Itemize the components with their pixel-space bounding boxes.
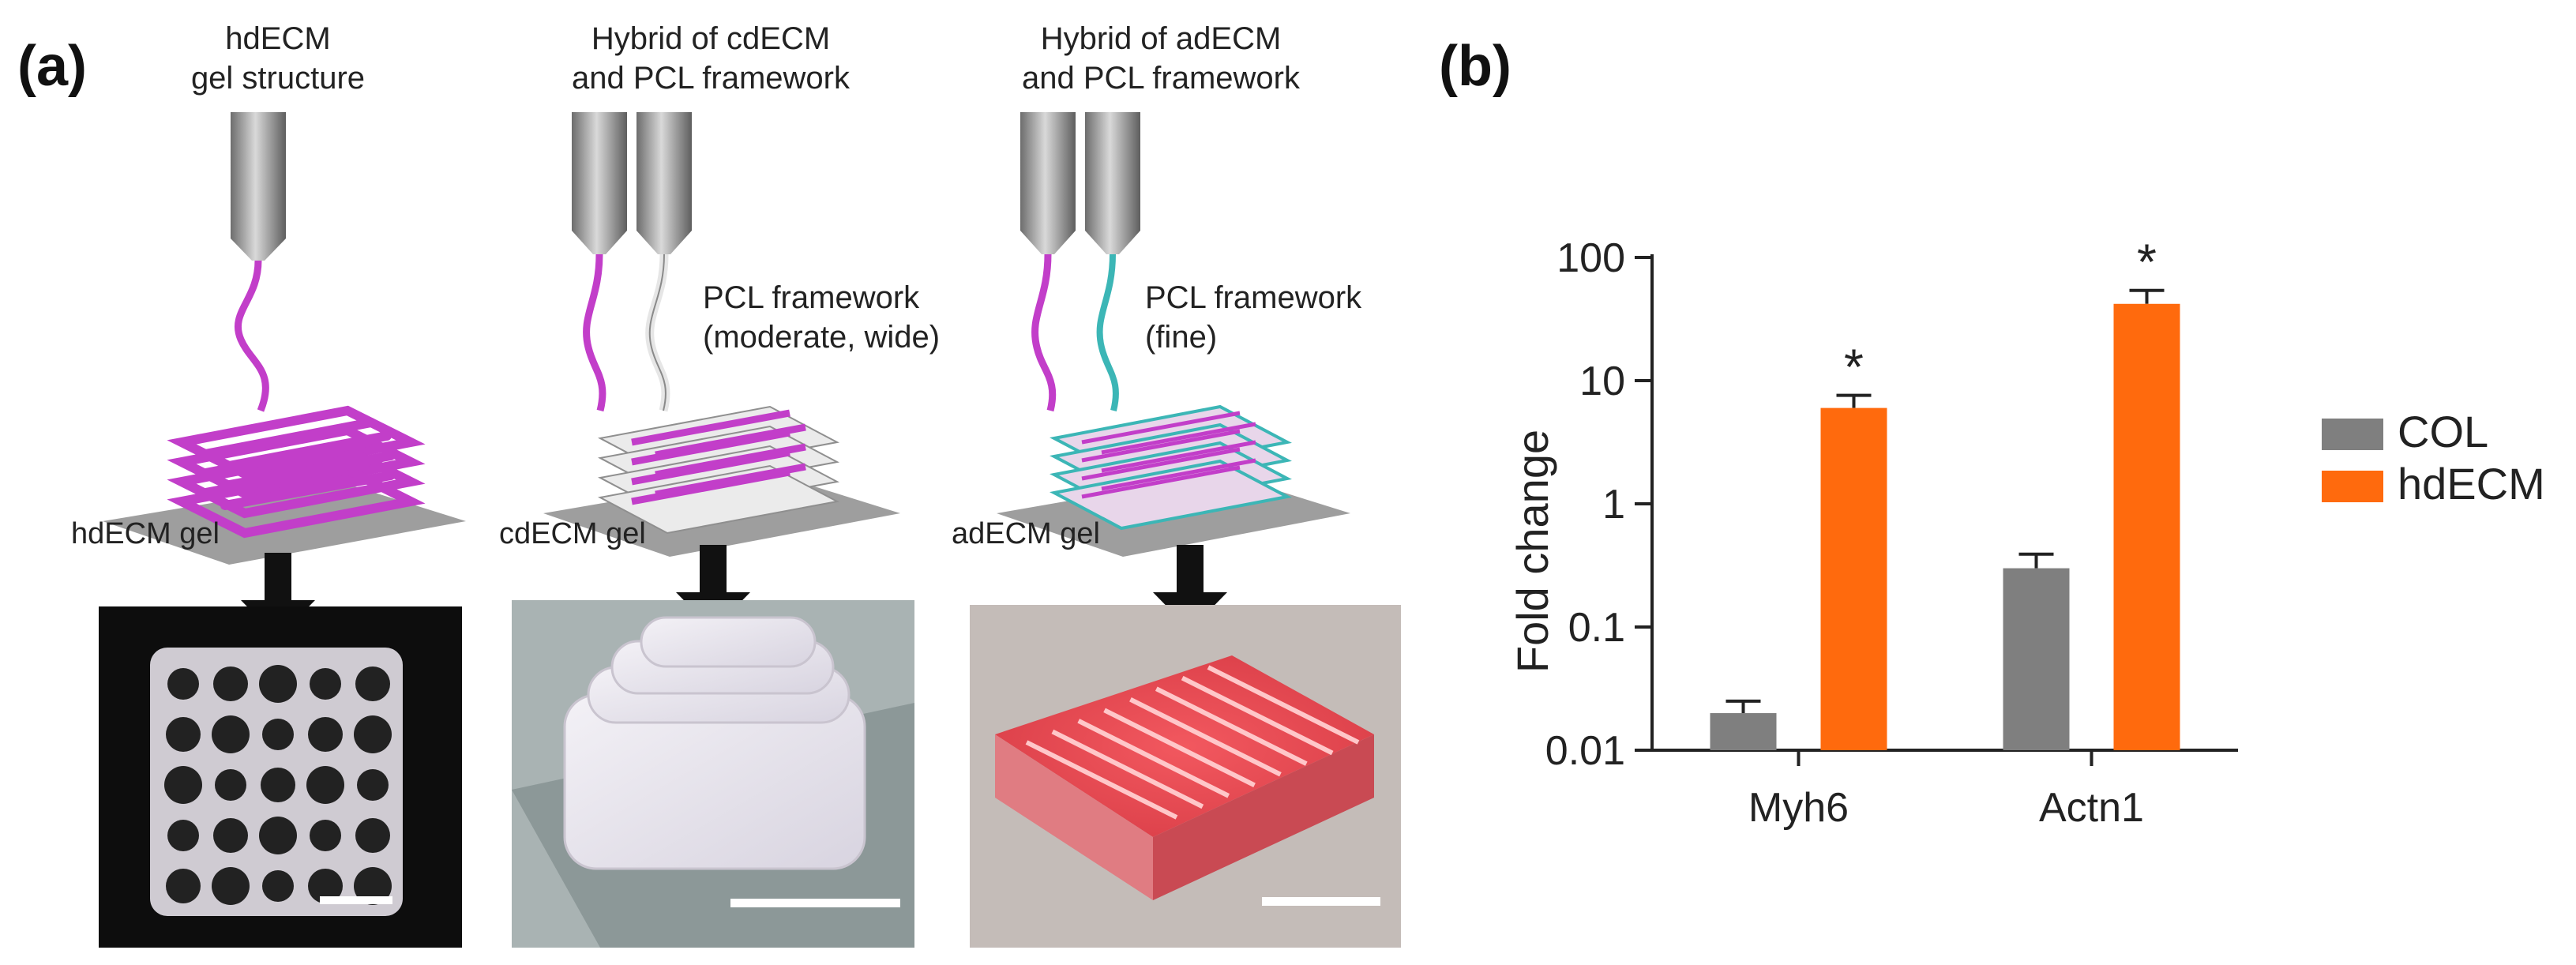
significance-star: * [1844, 339, 1864, 396]
framework-label-line-1: PCL framework [703, 280, 920, 315]
x-tick-label: Myh6 [1748, 785, 1849, 831]
pore [259, 665, 297, 703]
scaffold-strut [1181, 675, 1334, 756]
column-cdecm: Hybrid of cdECM and PCL framework PCL fr… [499, 21, 940, 948]
pore [167, 820, 199, 851]
pore [166, 869, 201, 903]
bar-hdecm-myh6 [1820, 407, 1887, 750]
extruded-strand [1031, 253, 1057, 412]
pore [310, 820, 341, 851]
pore [164, 766, 202, 804]
scaffold-strut [1077, 719, 1230, 798]
pore [354, 715, 392, 753]
panel-a-label: (a) [17, 35, 87, 98]
x-axis: Myh6 Actn1 [1652, 749, 2238, 831]
significance-annotations: ** [1844, 234, 2157, 396]
printer-nozzle-pcl [636, 112, 692, 254]
pore [355, 666, 390, 701]
y-tick-label: 10 [1579, 359, 1625, 404]
printer-nozzle-pcl [1085, 112, 1140, 254]
caption-line-1: Hybrid of cdECM [591, 21, 830, 56]
down-arrow-icon [1153, 545, 1227, 630]
caption-line-1: hdECM [225, 21, 330, 56]
photo-cdecm-scaffold [512, 600, 914, 948]
pore [213, 818, 248, 853]
scaffold-strut [1129, 697, 1282, 777]
pore [262, 870, 294, 902]
pore [212, 867, 250, 905]
pore [355, 818, 390, 853]
significance-star: * [2137, 234, 2157, 291]
y-tick-label: 0.01 [1545, 728, 1625, 774]
scaffold-strut [1051, 729, 1204, 809]
scaffold-strut [1207, 665, 1360, 745]
legend-label-col: COL [2398, 407, 2488, 456]
photo-adecm-scaffold [970, 605, 1401, 948]
pore [213, 666, 248, 701]
column-adecm: Hybrid of adECM and PCL framework PCL fr… [952, 21, 1401, 948]
hybrid-structure-cdecm [597, 405, 840, 535]
photo-hdecm-scaffold [99, 606, 462, 948]
y-axis-label: Fold change [1508, 430, 1557, 673]
y-tick-label: 1 [1602, 482, 1625, 528]
caption-line-2: and PCL framework [1022, 61, 1301, 96]
bars [1710, 288, 2180, 751]
pcl-strand [1096, 253, 1119, 411]
caption-line-1: Hybrid of adECM [1041, 21, 1282, 56]
bar-hdecm-actn1 [2113, 303, 2180, 751]
framework-label-line-2: (fine) [1145, 320, 1217, 355]
hdecm-gel-structure [167, 405, 426, 539]
scale-bar [1262, 897, 1380, 906]
pore [354, 867, 392, 905]
legend-label-hdecm: hdECM [2398, 459, 2545, 509]
printer-nozzle [572, 112, 627, 254]
pcl-strand [645, 253, 670, 412]
gel-label-hdecm: hdECM gel [71, 517, 220, 550]
pore [167, 668, 199, 700]
y-tick-label: 100 [1556, 235, 1625, 281]
extruded-strand [583, 253, 606, 412]
pore [212, 715, 250, 753]
pore [259, 817, 297, 854]
pore [262, 719, 294, 750]
pore [357, 769, 389, 801]
framework-label-line-2: (moderate, wide) [703, 320, 940, 355]
bar-col-myh6 [1710, 713, 1777, 750]
pore [215, 769, 246, 801]
pore [166, 717, 201, 752]
hybrid-structure-adecm [1050, 404, 1292, 531]
bar-col-actn1 [2003, 568, 2070, 750]
scaffold-strut [1103, 708, 1256, 787]
pore [308, 869, 343, 903]
gel-label-cdecm: cdECM gel [499, 517, 646, 550]
caption-line-2: gel structure [191, 61, 365, 96]
y-tick-label: 0.1 [1568, 605, 1625, 651]
scaffold-strut [1025, 740, 1178, 820]
legend-swatch-hdecm [2322, 471, 2383, 502]
scale-bar [320, 896, 392, 904]
gel-label-adecm: adECM gel [952, 517, 1100, 550]
framework-label-line-1: PCL framework [1145, 280, 1362, 315]
pore [308, 717, 343, 752]
y-axis: 0.01 0.1 1 10 100 [1545, 235, 1654, 774]
column-hdecm: hdECM gel structure hdECM gel [71, 21, 466, 948]
pore [306, 766, 344, 804]
pore [261, 768, 295, 802]
scaffold-strut [1155, 686, 1308, 766]
printer-nozzle [231, 112, 286, 261]
printer-nozzle [1020, 112, 1076, 254]
x-tick-label: Actn1 [2039, 785, 2144, 831]
pore [310, 668, 341, 700]
extruded-strand [234, 260, 269, 412]
scale-bar [730, 899, 900, 907]
panel-b-label: (b) [1439, 35, 1511, 98]
legend-swatch-col [2322, 419, 2383, 450]
caption-line-2: and PCL framework [572, 61, 851, 96]
